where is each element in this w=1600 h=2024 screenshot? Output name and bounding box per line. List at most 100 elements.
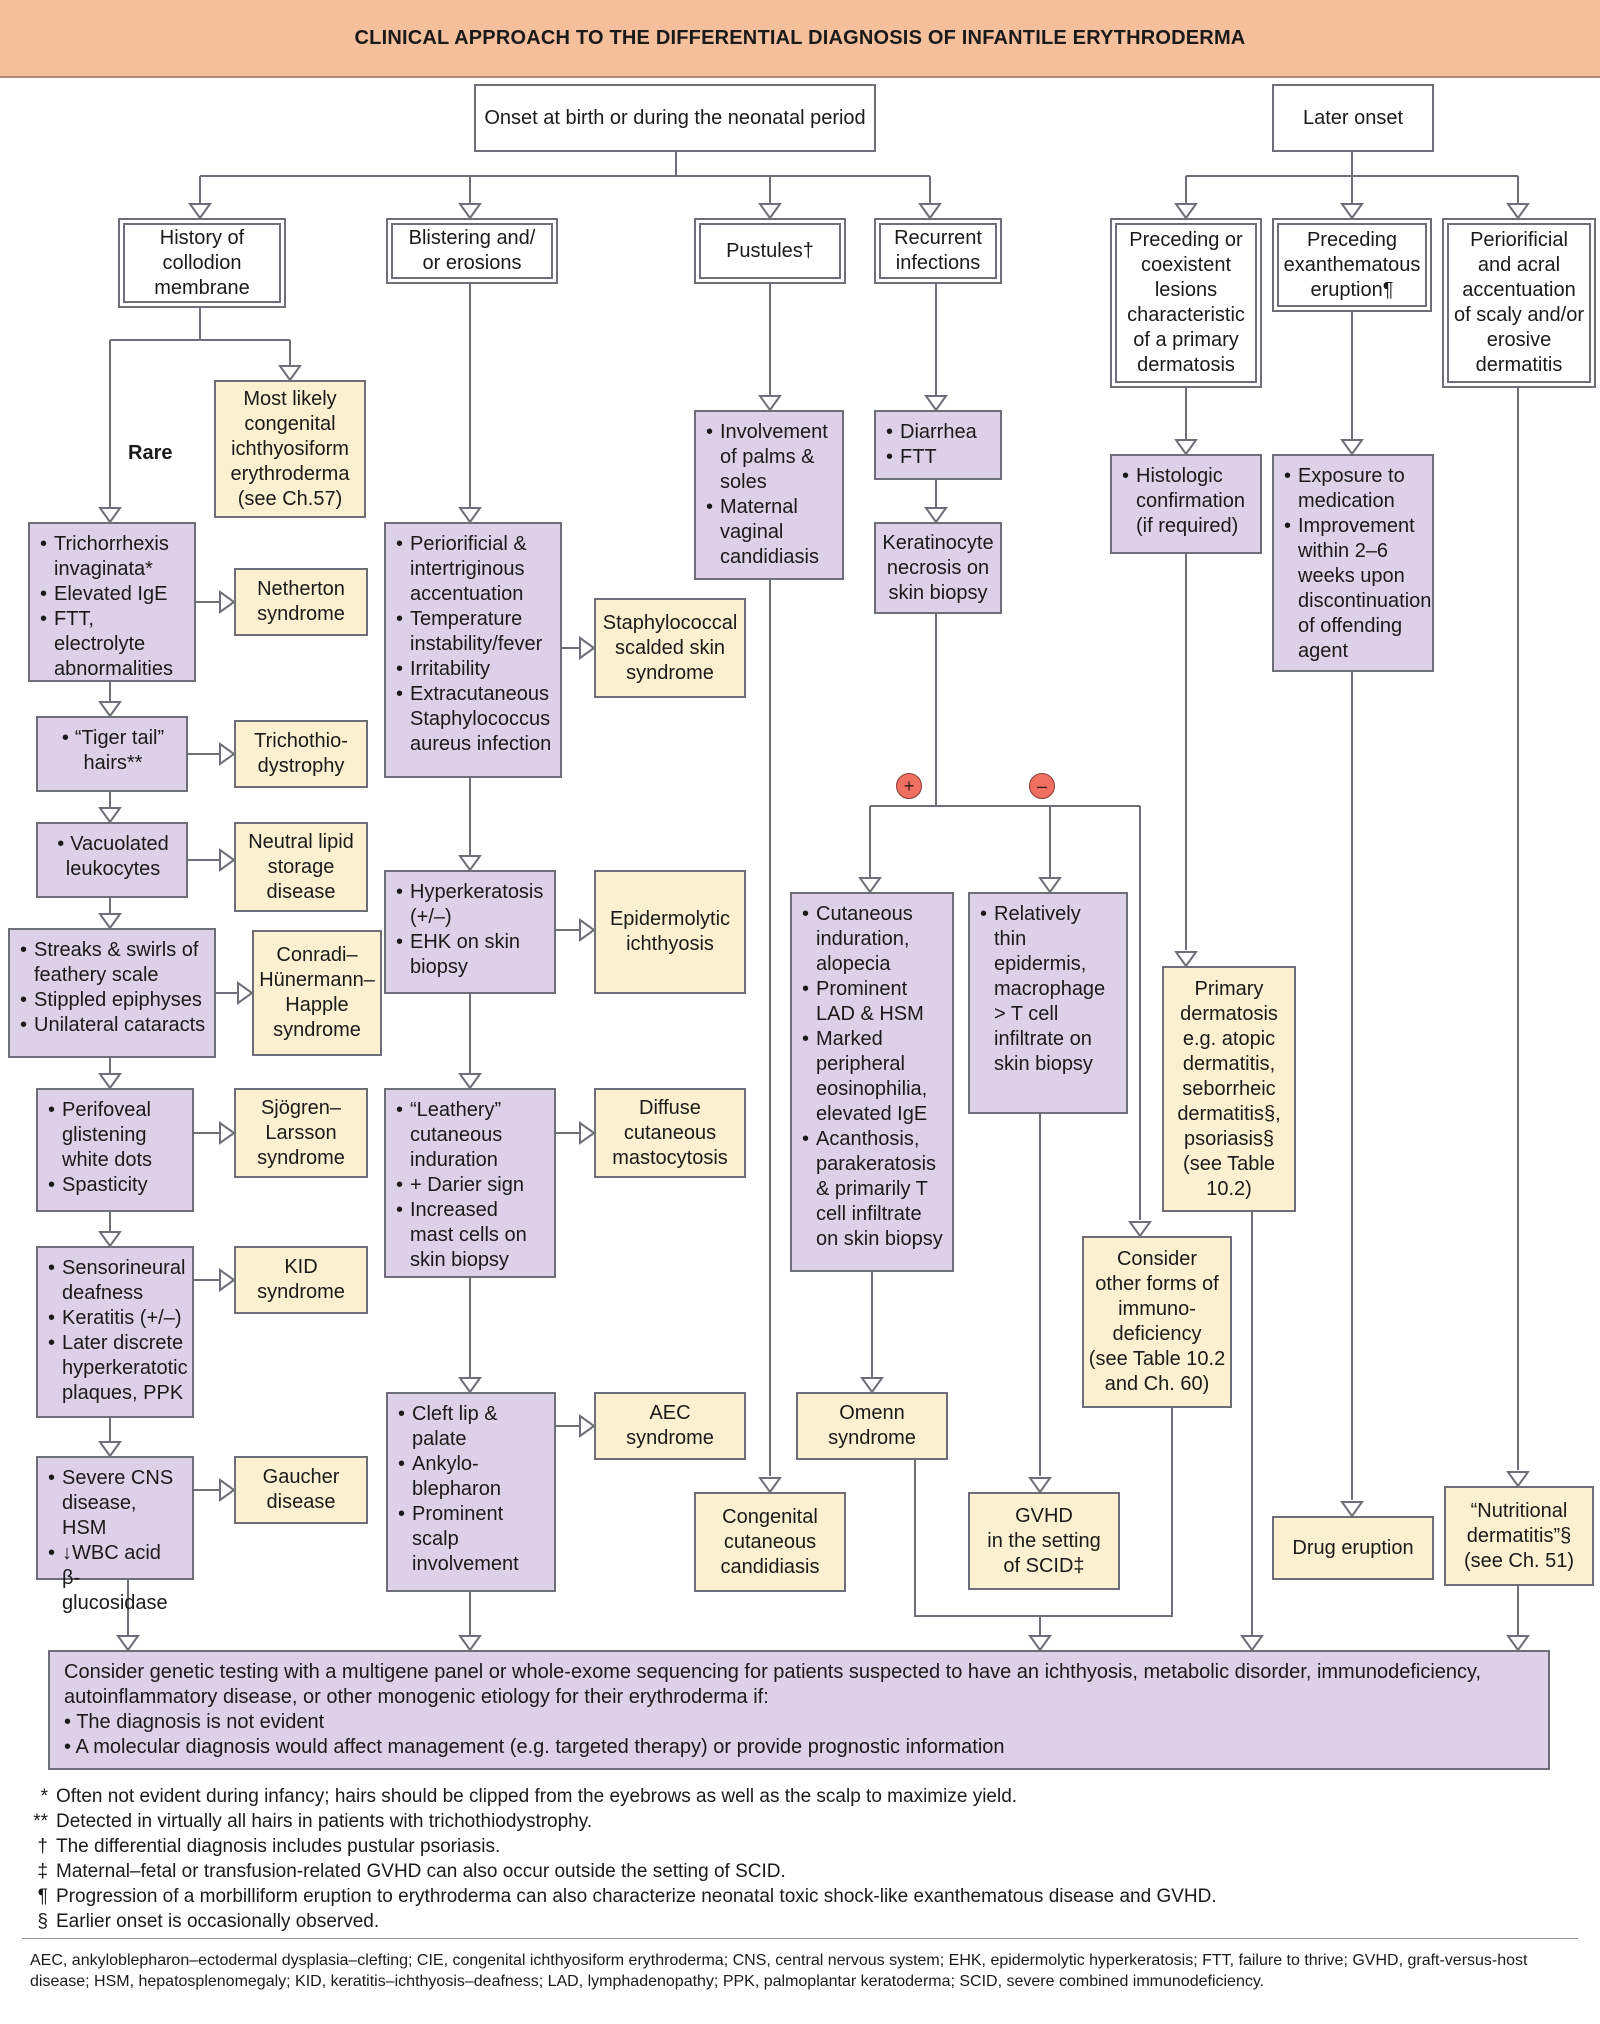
primary-dermatosis-category-label: Preceding or coexistent lesions characte… (1115, 223, 1257, 383)
arrowhead (758, 203, 782, 220)
gvhd-result: GVHD in the setting of SCID‡ (968, 1492, 1120, 1590)
finding-item: Spasticity (48, 1173, 184, 1198)
sss-findings-list: Periorificial & intertriginous accentuat… (396, 532, 552, 757)
footnote-mark: ‡ (37, 1861, 48, 1882)
finding-item: Elevated IgE (40, 582, 186, 607)
rare-label: Rare (128, 442, 173, 464)
arrowhead (579, 1414, 596, 1438)
arrowhead (924, 507, 948, 524)
arrowhead (1174, 203, 1198, 220)
footnote-text: Maternal–fetal or transfusion-related GV… (56, 1861, 786, 1882)
primary-dermatosis-result: Primary dermatosis e.g. atopic dermatiti… (1162, 966, 1296, 1212)
arrowhead (860, 1377, 884, 1394)
genetic-testing-text: Consider genetic testing with a multigen… (64, 1661, 1482, 1708)
kid-findings: Sensorineural deafnessKeratitis (+/–)Lat… (36, 1246, 194, 1418)
genetic-testing-box: Consider genetic testing with a multigen… (48, 1650, 1550, 1770)
ttd-result: Trichothio- dystrophy (234, 720, 368, 788)
arrowhead (116, 1635, 140, 1652)
kid-result: KID syndrome (234, 1246, 368, 1314)
netherton-findings: Trichorrhexis invaginata*Elevated IgEFTT… (28, 522, 196, 682)
page-title: CLINICAL APPROACH TO THE DIFFERENTIAL DI… (0, 0, 1600, 78)
finding-item: Vacuolated leukocytes (48, 832, 178, 882)
netherton-result: Netherton syndrome (234, 568, 368, 636)
footnote: §Earlier onset is occasionally observed. (22, 1909, 1217, 1934)
sss-result: Staphylococcal scalded skin syndrome (594, 598, 746, 698)
infections-category: Recurrent infections (874, 218, 1002, 284)
dcm-result: Diffuse cutaneous mastocytosis (594, 1088, 746, 1178)
footnote-mark: ** (33, 1811, 48, 1832)
finding-item: “Leathery” cutaneous induration (396, 1098, 546, 1173)
finding-item: Trichorrhexis invaginata* (40, 532, 186, 582)
arrowhead (98, 507, 122, 524)
nutritional-dermatitis-result: “Nutritional dermatitis”§ (see Ch. 51) (1444, 1486, 1594, 1586)
gvhd-findings-list: Relatively thin epidermis, macrophage > … (980, 902, 1118, 1077)
finding-item: Perifoveal glistening white dots (48, 1098, 184, 1173)
genetic-testing-criteria: The diagnosis is not evidentA molecular … (64, 1710, 1534, 1760)
arrowhead (1028, 1477, 1052, 1494)
finding-item: The diagnosis is not evident (64, 1710, 1534, 1735)
footnote-text: Earlier onset is occasionally observed. (56, 1911, 380, 1932)
connector-line (914, 1408, 1173, 1617)
finding-item: Cutaneous induration, alopecia (802, 902, 944, 977)
ttd-findings-list: “Tiger tail” hairs** (48, 726, 178, 776)
finding-item: Prominent scalp involvement (398, 1502, 546, 1577)
arrowhead (219, 848, 236, 872)
finding-item: Periorificial & intertriginous accentuat… (396, 532, 552, 607)
finding-item: FTT, electrolyte abnormalities (40, 607, 186, 682)
footnote-text: Progression of a morbilliform eruption t… (56, 1886, 1217, 1907)
arrowhead (98, 807, 122, 824)
blistering-category: Blistering and/ or erosions (386, 218, 558, 284)
omenn-findings: Cutaneous induration, alopeciaProminent … (790, 892, 954, 1272)
chh-findings-list: Streaks & swirls of feathery scaleStippl… (20, 938, 206, 1038)
arrowhead (98, 1073, 122, 1090)
arrowhead (458, 1377, 482, 1394)
footnote-mark: ¶ (37, 1886, 48, 1907)
nlsd-result: Neutral lipid storage disease (234, 822, 368, 912)
omenn-result: Omenn syndrome (796, 1392, 948, 1460)
chh-findings: Streaks & swirls of feathery scaleStippl… (8, 928, 216, 1058)
finding-item: Histologic confirmation (if required) (1122, 464, 1252, 539)
keratinocyte-necrosis-box: Keratinocyte necrosis on skin biopsy (874, 522, 1002, 614)
collodion-category: History of collodion membrane (118, 218, 286, 308)
sls-findings: Perifoveal glistening white dotsSpastici… (36, 1088, 194, 1212)
finding-item: Marked peripheral eosinophilia, elevated… (802, 1027, 944, 1127)
arrowhead (98, 913, 122, 930)
onset-later-box: Later onset (1272, 84, 1434, 152)
ei-findings-list: Hyperkeratosis (+/–)EHK on skin biopsy (396, 880, 546, 980)
arrowhead (458, 1635, 482, 1652)
histologic-confirmation-box: Histologic confirmation (if required) (1110, 454, 1262, 554)
candidiasis-findings-list: Involvement of palms & solesMaternal vag… (706, 420, 834, 570)
finding-item: Acanthosis, parakeratosis & primarily T … (802, 1127, 944, 1252)
omenn-findings-list: Cutaneous induration, alopeciaProminent … (802, 902, 944, 1252)
arrowhead (219, 742, 236, 766)
finding-item: Keratitis (+/–) (48, 1306, 184, 1331)
finding-item: ↓WBC acid β-glucosidase (48, 1541, 184, 1616)
netherton-findings-list: Trichorrhexis invaginata*Elevated IgEFTT… (40, 532, 186, 682)
finding-item: + Darier sign (396, 1173, 546, 1198)
footnote: ¶ Progression of a morbilliform eruption … (22, 1884, 1217, 1909)
blistering-category-label: Blistering and/ or erosions (391, 223, 553, 279)
arrowhead (1340, 439, 1364, 456)
sls-findings-list: Perifoveal glistening white dotsSpastici… (48, 1098, 184, 1198)
finding-item: Extracutaneous Staphylococcus aureus inf… (396, 682, 552, 757)
footnote-mark: † (37, 1836, 48, 1857)
footnote-mark: * (40, 1786, 48, 1807)
arrowhead (1028, 1635, 1052, 1652)
exanthem-category-label: Preceding exanthematous eruption¶ (1277, 223, 1427, 307)
finding-item: Maternal vaginal candidiasis (706, 495, 834, 570)
gaucher-findings-list: Severe CNS disease, HSM↓WBC acid β-gluco… (48, 1466, 184, 1616)
gvhd-findings: Relatively thin epidermis, macrophage > … (968, 892, 1128, 1114)
ttd-findings: “Tiger tail” hairs** (36, 716, 188, 792)
finding-item: Temperature instability/fever (396, 607, 552, 657)
periorificial-category-label: Periorificial and acral accentuation of … (1447, 223, 1591, 383)
arrowhead (1506, 1471, 1530, 1488)
dcm-findings: “Leathery” cutaneous induration+ Darier … (384, 1088, 556, 1278)
arrowhead (458, 855, 482, 872)
other-immunodeficiency-result: Consider other forms of immuno- deficien… (1082, 1236, 1232, 1408)
arrowhead (758, 395, 782, 412)
arrowhead (1128, 1221, 1152, 1238)
arrowhead (579, 1121, 596, 1145)
finding-item: FTT (886, 445, 992, 470)
ei-findings: Hyperkeratosis (+/–)EHK on skin biopsy (384, 870, 556, 994)
finding-item: Sensorineural deafness (48, 1256, 185, 1306)
